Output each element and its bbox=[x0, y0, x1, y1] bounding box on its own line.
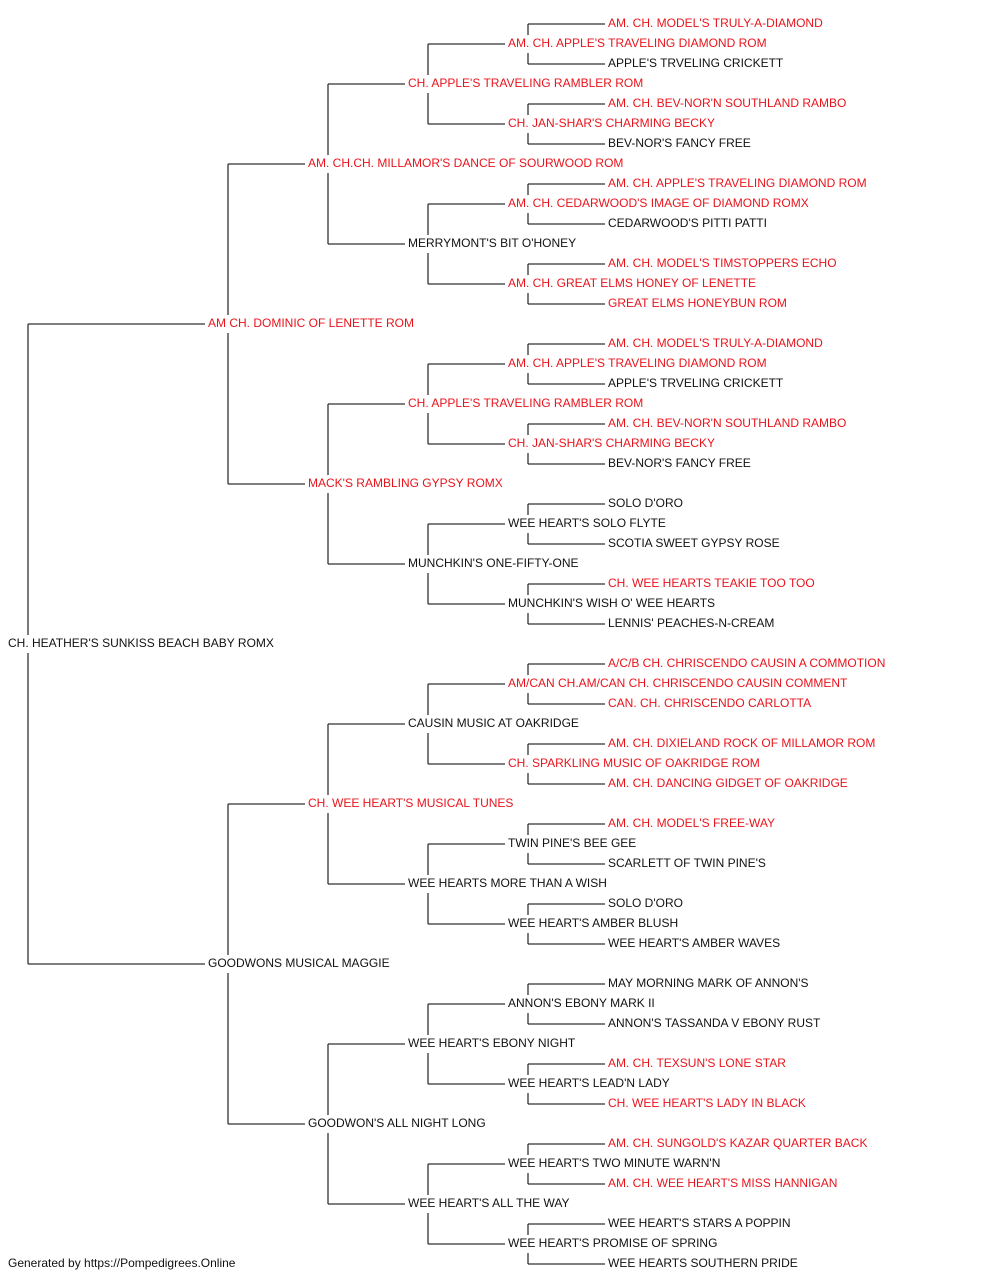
pedigree-name-gen5: MAY MORNING MARK OF ANNON'S bbox=[608, 976, 809, 990]
pedigree-name-gen4: TWIN PINE'S BEE GEE bbox=[508, 836, 636, 850]
pedigree-name-gen4: CH. SPARKLING MUSIC OF OAKRIDGE ROM bbox=[508, 756, 760, 770]
pedigree-name-gen5: AM. CH. MODEL'S TRULY-A-DIAMOND bbox=[608, 336, 823, 350]
pedigree-name-gen4: AM. CH. APPLE'S TRAVELING DIAMOND ROM bbox=[508, 36, 767, 50]
pedigree-name-gen5: BEV-NOR'S FANCY FREE bbox=[608, 456, 751, 470]
pedigree-name-gen5: WEE HEARTS SOUTHERN PRIDE bbox=[608, 1256, 798, 1270]
pedigree-name-gen4: WEE HEART'S TWO MINUTE WARN'N bbox=[508, 1156, 720, 1170]
pedigree-name-gen2: MACK'S RAMBLING GYPSY ROMX bbox=[308, 476, 503, 490]
pedigree-name-gen5: CEDARWOOD'S PITTI PATTI bbox=[608, 216, 767, 230]
pedigree-name-gen3: WEE HEART'S EBONY NIGHT bbox=[408, 1036, 576, 1050]
pedigree-name-gen5: AM. CH. BEV-NOR'N SOUTHLAND RAMBO bbox=[608, 416, 846, 430]
pedigree-name-gen5: SOLO D'ORO bbox=[608, 496, 683, 510]
pedigree-name-gen5: CH. WEE HEART'S LADY IN BLACK bbox=[608, 1096, 806, 1110]
pedigree-name-gen4: WEE HEART'S AMBER BLUSH bbox=[508, 916, 678, 930]
pedigree-name-gen5: AM. CH. MODEL'S TRULY-A-DIAMOND bbox=[608, 16, 823, 30]
pedigree-name-gen5: APPLE'S TRVELING CRICKETT bbox=[608, 376, 784, 390]
pedigree-name-gen2: GOODWON'S ALL NIGHT LONG bbox=[308, 1116, 486, 1130]
pedigree-name-gen5: AM. CH. TEXSUN'S LONE STAR bbox=[608, 1056, 786, 1070]
pedigree-name-gen5: ANNON'S TASSANDA V EBONY RUST bbox=[608, 1016, 821, 1030]
pedigree-name-gen5: AM. CH. DIXIELAND ROCK OF MILLAMOR ROM bbox=[608, 736, 875, 750]
pedigree-name-gen5: SCOTIA SWEET GYPSY ROSE bbox=[608, 536, 780, 550]
pedigree-name-gen3: MERRYMONT'S BIT O'HONEY bbox=[408, 236, 576, 250]
pedigree-name-gen3: MUNCHKIN'S ONE-FIFTY-ONE bbox=[408, 556, 579, 570]
pedigree-name-gen3: WEE HEARTS MORE THAN A WISH bbox=[408, 876, 607, 890]
pedigree-name-gen5: AM. CH. WEE HEART'S MISS HANNIGAN bbox=[608, 1176, 837, 1190]
pedigree-name-gen5: CAN. CH. CHRISCENDO CARLOTTA bbox=[608, 696, 811, 710]
pedigree-name-gen4: AM/CAN CH.AM/CAN CH. CHRISCENDO CAUSIN C… bbox=[508, 676, 848, 690]
pedigree-name-gen2: CH. WEE HEART'S MUSICAL TUNES bbox=[308, 796, 513, 810]
pedigree-name-gen5: APPLE'S TRVELING CRICKETT bbox=[608, 56, 784, 70]
pedigree-name-gen3: WEE HEART'S ALL THE WAY bbox=[408, 1196, 569, 1210]
pedigree-name-gen5: SOLO D'ORO bbox=[608, 896, 683, 910]
pedigree-name-gen5: LENNIS' PEACHES-N-CREAM bbox=[608, 616, 774, 630]
pedigree-name-gen5: AM. CH. BEV-NOR'N SOUTHLAND RAMBO bbox=[608, 96, 846, 110]
pedigree-name-gen5: AM. CH. SUNGOLD'S KAZAR QUARTER BACK bbox=[608, 1136, 867, 1150]
pedigree-name-gen4: ANNON'S EBONY MARK II bbox=[508, 996, 655, 1010]
pedigree-name-gen5: A/C/B CH. CHRISCENDO CAUSIN A COMMOTION bbox=[608, 656, 885, 670]
pedigree-name-gen4: CH. JAN-SHAR'S CHARMING BECKY bbox=[508, 116, 715, 130]
pedigree-name-gen4: MUNCHKIN'S WISH O' WEE HEARTS bbox=[508, 596, 715, 610]
pedigree-name-gen5: AM. CH. MODEL'S FREE-WAY bbox=[608, 816, 775, 830]
pedigree-name-gen5: WEE HEART'S STARS A POPPIN bbox=[608, 1216, 791, 1230]
pedigree-name-gen5: AM. CH. DANCING GIDGET OF OAKRIDGE bbox=[608, 776, 848, 790]
pedigree-name-gen5: AM. CH. APPLE'S TRAVELING DIAMOND ROM bbox=[608, 176, 867, 190]
pedigree-name-gen1: GOODWONS MUSICAL MAGGIE bbox=[208, 956, 390, 970]
pedigree-name-gen5: AM. CH. MODEL'S TIMSTOPPERS ECHO bbox=[608, 256, 837, 270]
pedigree-name-gen3: CAUSIN MUSIC AT OAKRIDGE bbox=[408, 716, 579, 730]
pedigree-name-gen5: WEE HEART'S AMBER WAVES bbox=[608, 936, 780, 950]
pedigree-name-gen3: CH. APPLE'S TRAVELING RAMBLER ROM bbox=[408, 76, 643, 90]
pedigree-name-gen4: WEE HEART'S LEAD'N LADY bbox=[508, 1076, 670, 1090]
pedigree-name-gen5: BEV-NOR'S FANCY FREE bbox=[608, 136, 751, 150]
pedigree-name-gen1: AM CH. DOMINIC OF LENETTE ROM bbox=[208, 316, 414, 330]
pedigree-name-gen4: WEE HEART'S PROMISE OF SPRING bbox=[508, 1236, 717, 1250]
pedigree-name-gen4: AM. CH. GREAT ELMS HONEY OF LENETTE bbox=[508, 276, 756, 290]
pedigree-name-gen5: CH. WEE HEARTS TEAKIE TOO TOO bbox=[608, 576, 815, 590]
pedigree-name-gen3: CH. APPLE'S TRAVELING RAMBLER ROM bbox=[408, 396, 643, 410]
pedigree-name-gen0: CH. HEATHER'S SUNKISS BEACH BABY ROMX bbox=[8, 636, 274, 650]
pedigree-name-gen5: GREAT ELMS HONEYBUN ROM bbox=[608, 296, 787, 310]
footer-credit: Generated by https://Pompedigrees.Online bbox=[8, 1256, 236, 1270]
pedigree-name-gen2: AM. CH.CH. MILLAMOR'S DANCE OF SOURWOOD … bbox=[308, 156, 623, 170]
pedigree-name-gen4: AM. CH. CEDARWOOD'S IMAGE OF DIAMOND ROM… bbox=[508, 196, 809, 210]
pedigree-name-gen5: SCARLETT OF TWIN PINE'S bbox=[608, 856, 766, 870]
pedigree-name-gen4: WEE HEART'S SOLO FLYTE bbox=[508, 516, 666, 530]
pedigree-name-gen4: AM. CH. APPLE'S TRAVELING DIAMOND ROM bbox=[508, 356, 767, 370]
pedigree-name-gen4: CH. JAN-SHAR'S CHARMING BECKY bbox=[508, 436, 715, 450]
